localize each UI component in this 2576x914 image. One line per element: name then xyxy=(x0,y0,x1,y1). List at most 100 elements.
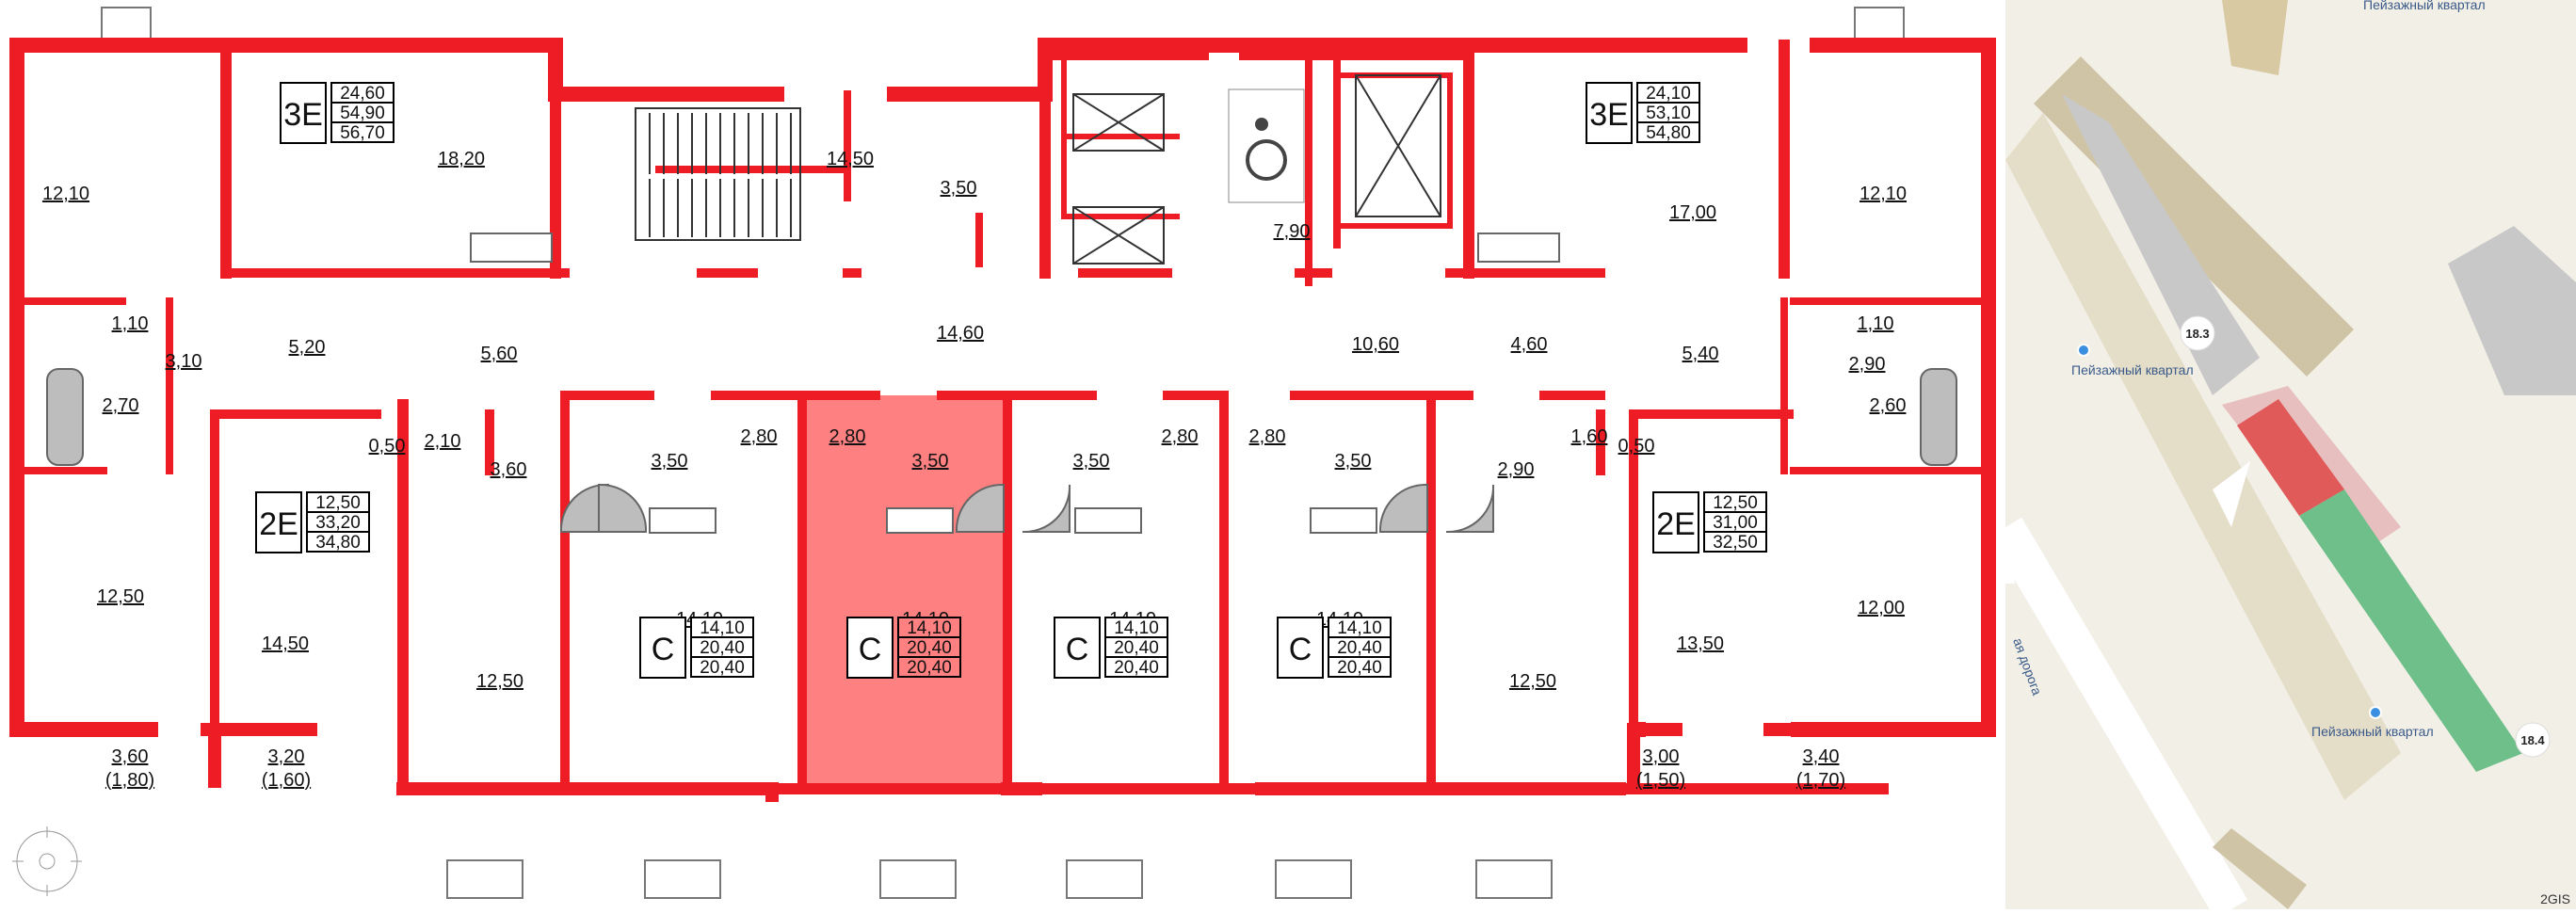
area-cell xyxy=(1328,656,1392,678)
room-area-label: 12,10 xyxy=(42,184,89,204)
room-area-label: 14,60 xyxy=(937,323,984,344)
place-marker-icon[interactable] xyxy=(2369,706,2382,719)
window-ledges xyxy=(101,7,1905,899)
room-area-label: 2,80 xyxy=(829,426,866,447)
room-area-label: 2,10 xyxy=(425,431,461,452)
apartment-type-code: 3Е xyxy=(283,97,323,133)
apartment-area-value: 20,40 xyxy=(1114,638,1159,658)
balcony-reduced-area: (1,60) xyxy=(262,770,311,791)
apartment-area-value: 20,40 xyxy=(907,638,952,658)
apartment-area-value: 20,40 xyxy=(907,658,952,678)
room-area-label: 3,50 xyxy=(941,178,977,199)
apartment-area-value: 24,10 xyxy=(1646,84,1691,104)
room-area-label: 3,20 xyxy=(268,746,305,767)
map-attribution[interactable]: 2GIS xyxy=(2540,891,2570,906)
room-area-label: 3,50 xyxy=(1073,451,1110,472)
apartment-type-box xyxy=(280,82,327,144)
building-selected xyxy=(2237,399,2344,516)
room-area-label: 12,50 xyxy=(476,671,523,692)
balcony-reduced-area: (1,50) xyxy=(1636,770,1685,791)
room-area-label: 12,10 xyxy=(1860,184,1907,204)
room-area-label: 1,10 xyxy=(112,313,149,334)
apartment-area-value: 54,90 xyxy=(340,104,385,123)
building-gray xyxy=(2448,226,2576,395)
room-area-label: 0,50 xyxy=(1618,436,1655,457)
room-area-label: 7,90 xyxy=(1274,221,1311,242)
map-place-label[interactable]: Пейзажный квартал xyxy=(2363,0,2486,12)
room-area-label: 5,20 xyxy=(289,337,326,358)
apartment-area-value: 33,20 xyxy=(315,513,361,533)
building xyxy=(2213,828,2307,909)
area-cell xyxy=(306,531,370,553)
apartment-type-code: С xyxy=(1066,632,1089,667)
residential-block xyxy=(2005,113,2401,800)
place-marker-icon[interactable] xyxy=(2077,344,2090,357)
apartment-area-value: 12,50 xyxy=(1713,493,1758,513)
area-cell xyxy=(690,656,754,678)
apartment-area-value: 34,80 xyxy=(315,533,361,553)
apartment-type-box xyxy=(1652,491,1699,553)
map-place-label[interactable]: Пейзажный квартал xyxy=(2071,362,2194,377)
area-cell xyxy=(330,121,394,143)
apartment-area-value: 20,40 xyxy=(1114,658,1159,678)
room-area-label: 5,40 xyxy=(1682,344,1719,364)
room-area-label: 17,00 xyxy=(1669,202,1716,223)
fixtures xyxy=(46,233,1957,534)
room-area-label: 0,50 xyxy=(369,436,406,457)
room-area-label: 13,50 xyxy=(1677,633,1724,654)
elevator-shafts xyxy=(635,74,1441,265)
apartment-area-value: 31,00 xyxy=(1713,513,1758,533)
walls xyxy=(9,38,1996,802)
apartment-area-value: 32,50 xyxy=(1713,533,1758,553)
building-green xyxy=(2299,489,2523,772)
apartment-area-value: 20,40 xyxy=(1337,638,1382,658)
apartment-type-box xyxy=(1586,82,1633,144)
apartment-area-value: 14,10 xyxy=(700,618,745,638)
apartment-area-value: 14,10 xyxy=(907,618,952,638)
room-area-label: 3,00 xyxy=(1643,746,1680,767)
room-area-label: 10,60 xyxy=(1352,334,1399,355)
room-area-label: 2,90 xyxy=(1849,354,1886,375)
house-number-badge[interactable] xyxy=(2515,722,2551,758)
apartment-area-value: 56,70 xyxy=(340,123,385,143)
room-area-label: 2,70 xyxy=(103,395,139,416)
apartment-area-value: 14,10 xyxy=(1114,618,1159,638)
room-area-label: 3,50 xyxy=(912,451,949,472)
house-number-badge[interactable] xyxy=(2180,315,2215,351)
apartment-area-value: 20,40 xyxy=(700,658,745,678)
balcony-reduced-area: (1,80) xyxy=(105,770,154,791)
room-area-label: 5,60 xyxy=(481,344,518,364)
apartment-type-box xyxy=(255,491,302,553)
apartment-type-code: 2Е xyxy=(1656,506,1696,542)
room-area-label: 1,10 xyxy=(1858,313,1894,334)
room-area-label: 2,80 xyxy=(741,426,778,447)
area-cell xyxy=(1104,656,1168,678)
room-area-label: 2,80 xyxy=(1162,426,1199,447)
room-area-label: 12,50 xyxy=(1509,671,1556,692)
apartment-type-code: С xyxy=(859,632,882,667)
map-place-label[interactable]: Пейзажный квартал xyxy=(2311,724,2434,739)
compass-icon xyxy=(12,826,82,896)
room-area-label: 3,50 xyxy=(652,451,688,472)
room-area-label: 14,50 xyxy=(262,633,309,654)
balcony-reduced-area: (1,70) xyxy=(1796,770,1845,791)
area-cell xyxy=(1703,531,1767,553)
room-area-label: 1,60 xyxy=(1571,426,1608,447)
building-gray xyxy=(2062,94,2260,395)
apartment-area-value: 12,50 xyxy=(315,493,361,513)
apartment-type-code: 2Е xyxy=(259,506,298,542)
apartment-area-value: 53,10 xyxy=(1646,104,1691,123)
area-cell xyxy=(897,656,961,678)
apartment-area-value: 54,80 xyxy=(1646,123,1691,143)
selected-apartment-highlight[interactable] xyxy=(802,395,1007,783)
